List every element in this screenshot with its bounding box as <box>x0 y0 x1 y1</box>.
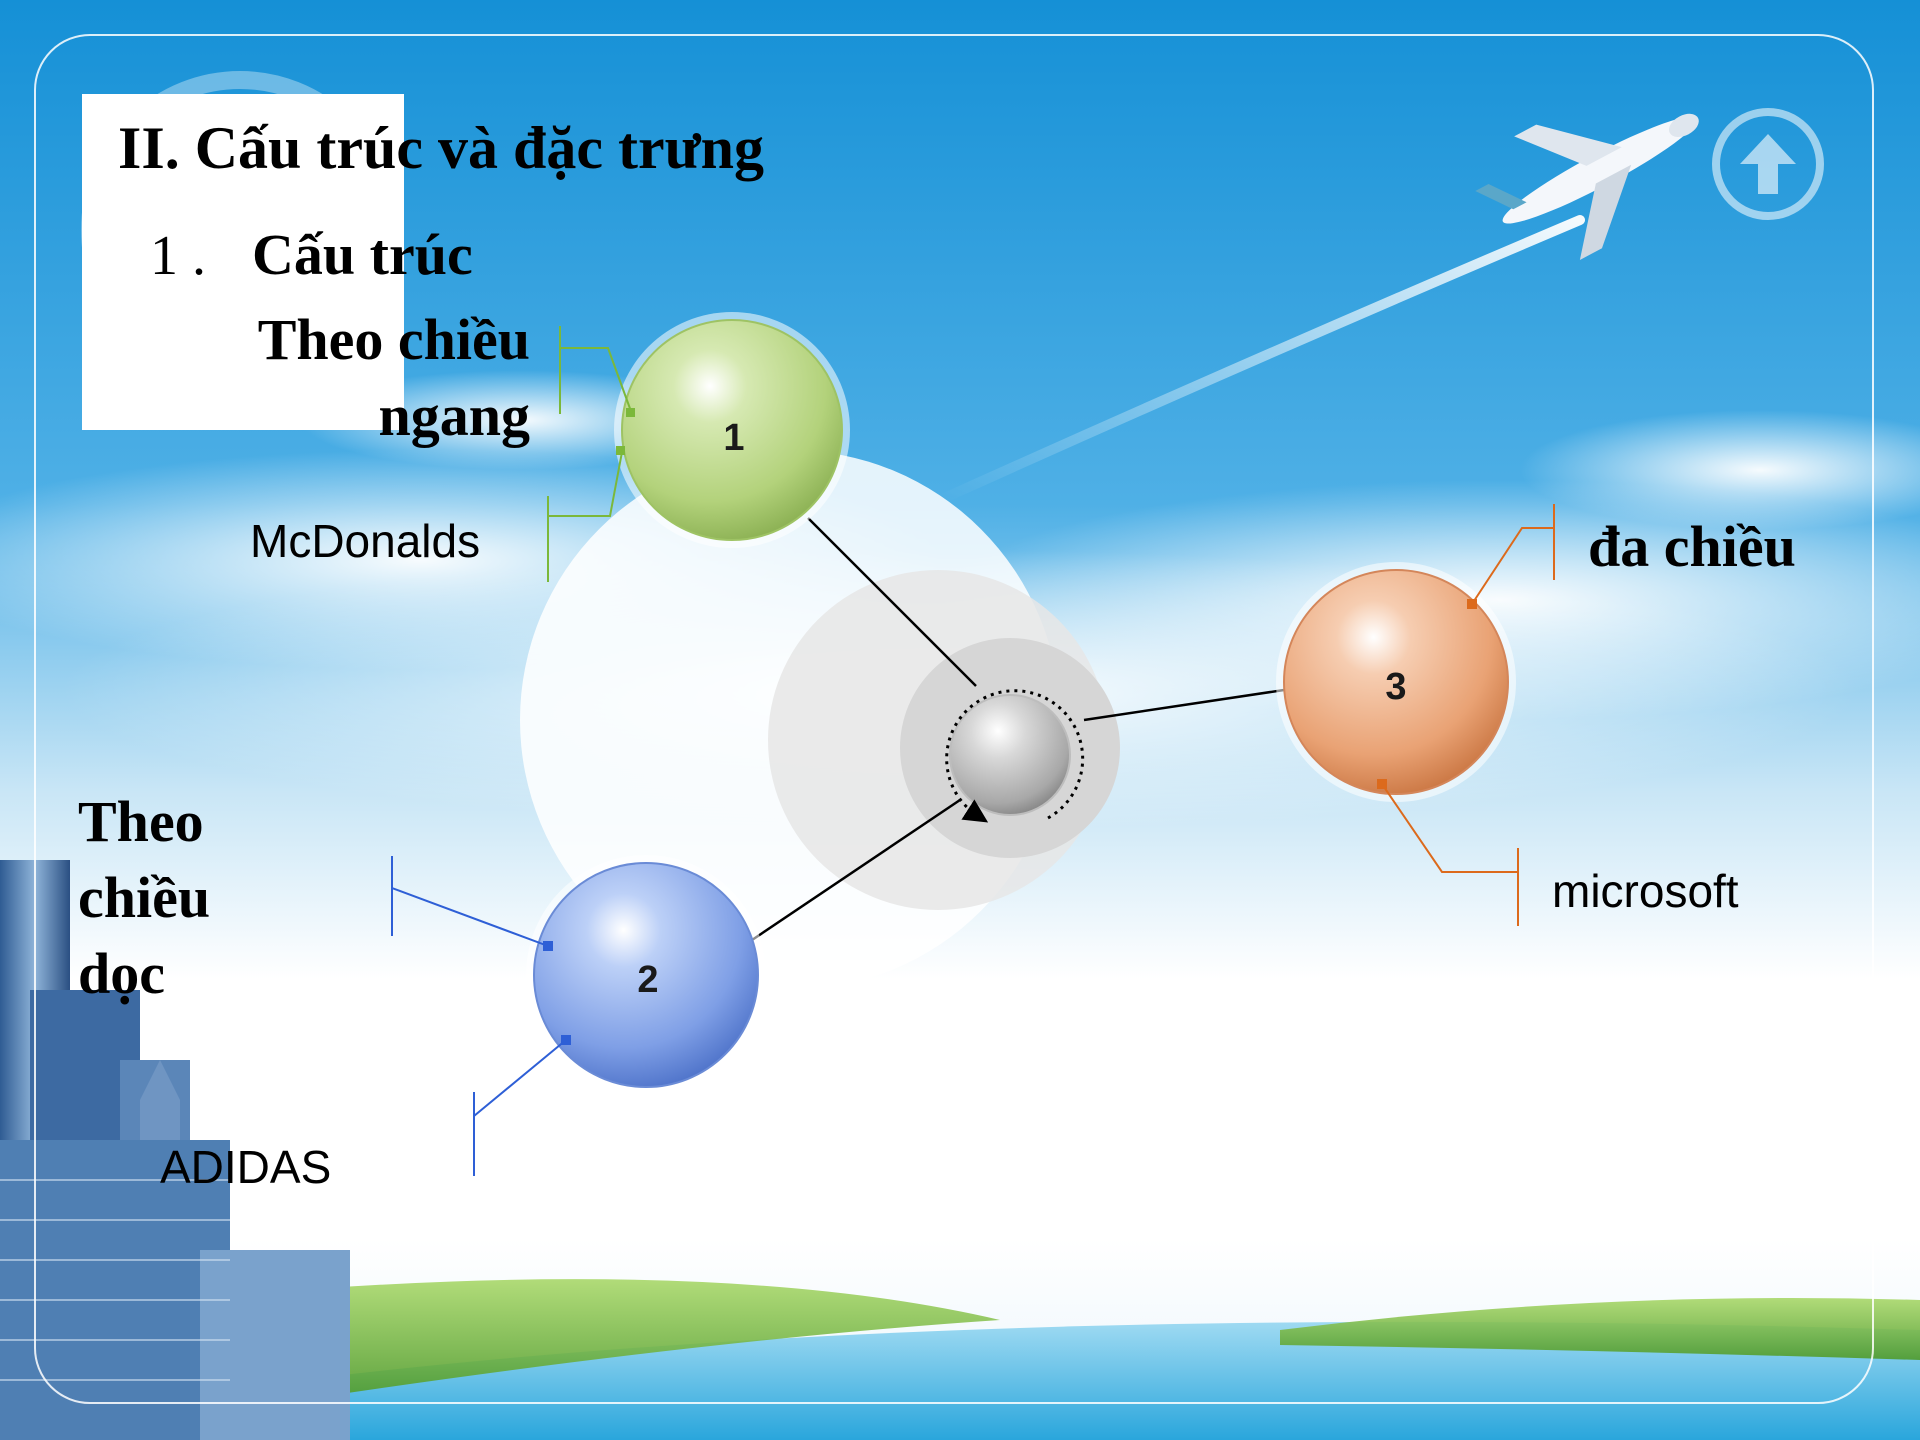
node-1-ball <box>621 319 843 541</box>
example-mcdonalds: McDonalds <box>250 515 481 567</box>
node-2-label: 2 <box>637 959 658 1001</box>
spoke-2 <box>751 798 961 942</box>
node-1-label: 1 <box>723 417 744 459</box>
slide-title: II. Cấu trúc và đặc trưng <box>118 115 764 181</box>
subtitle-number: 1 . <box>150 225 206 287</box>
node-2-ball <box>533 862 759 1088</box>
category-horizontal: Theo chiều ngang <box>257 307 530 448</box>
title-background <box>82 94 404 430</box>
node-1-connectors <box>547 326 633 582</box>
category-multi: đa chiều <box>1588 514 1796 579</box>
example-adidas: ADIDAS <box>160 1141 332 1193</box>
slide-frame <box>34 34 1874 1404</box>
node-2-connectors <box>391 856 567 1176</box>
spoke-1 <box>807 517 977 687</box>
airplane-icon <box>1475 113 1699 260</box>
up-arrow-circle-icon[interactable] <box>1712 108 1824 220</box>
hub-ball <box>949 694 1071 816</box>
hub-rotation-arrow <box>945 689 1085 823</box>
node-3-connectors <box>1381 504 1555 926</box>
node-3-label: 3 <box>1385 666 1406 708</box>
subtitle: Cấu trúc <box>252 222 473 287</box>
category-vertical: Theo chiều dọc <box>78 789 211 1006</box>
spoke-3 <box>1083 688 1285 722</box>
example-microsoft: microsoft <box>1552 865 1739 917</box>
node-3-ball <box>1283 569 1509 795</box>
